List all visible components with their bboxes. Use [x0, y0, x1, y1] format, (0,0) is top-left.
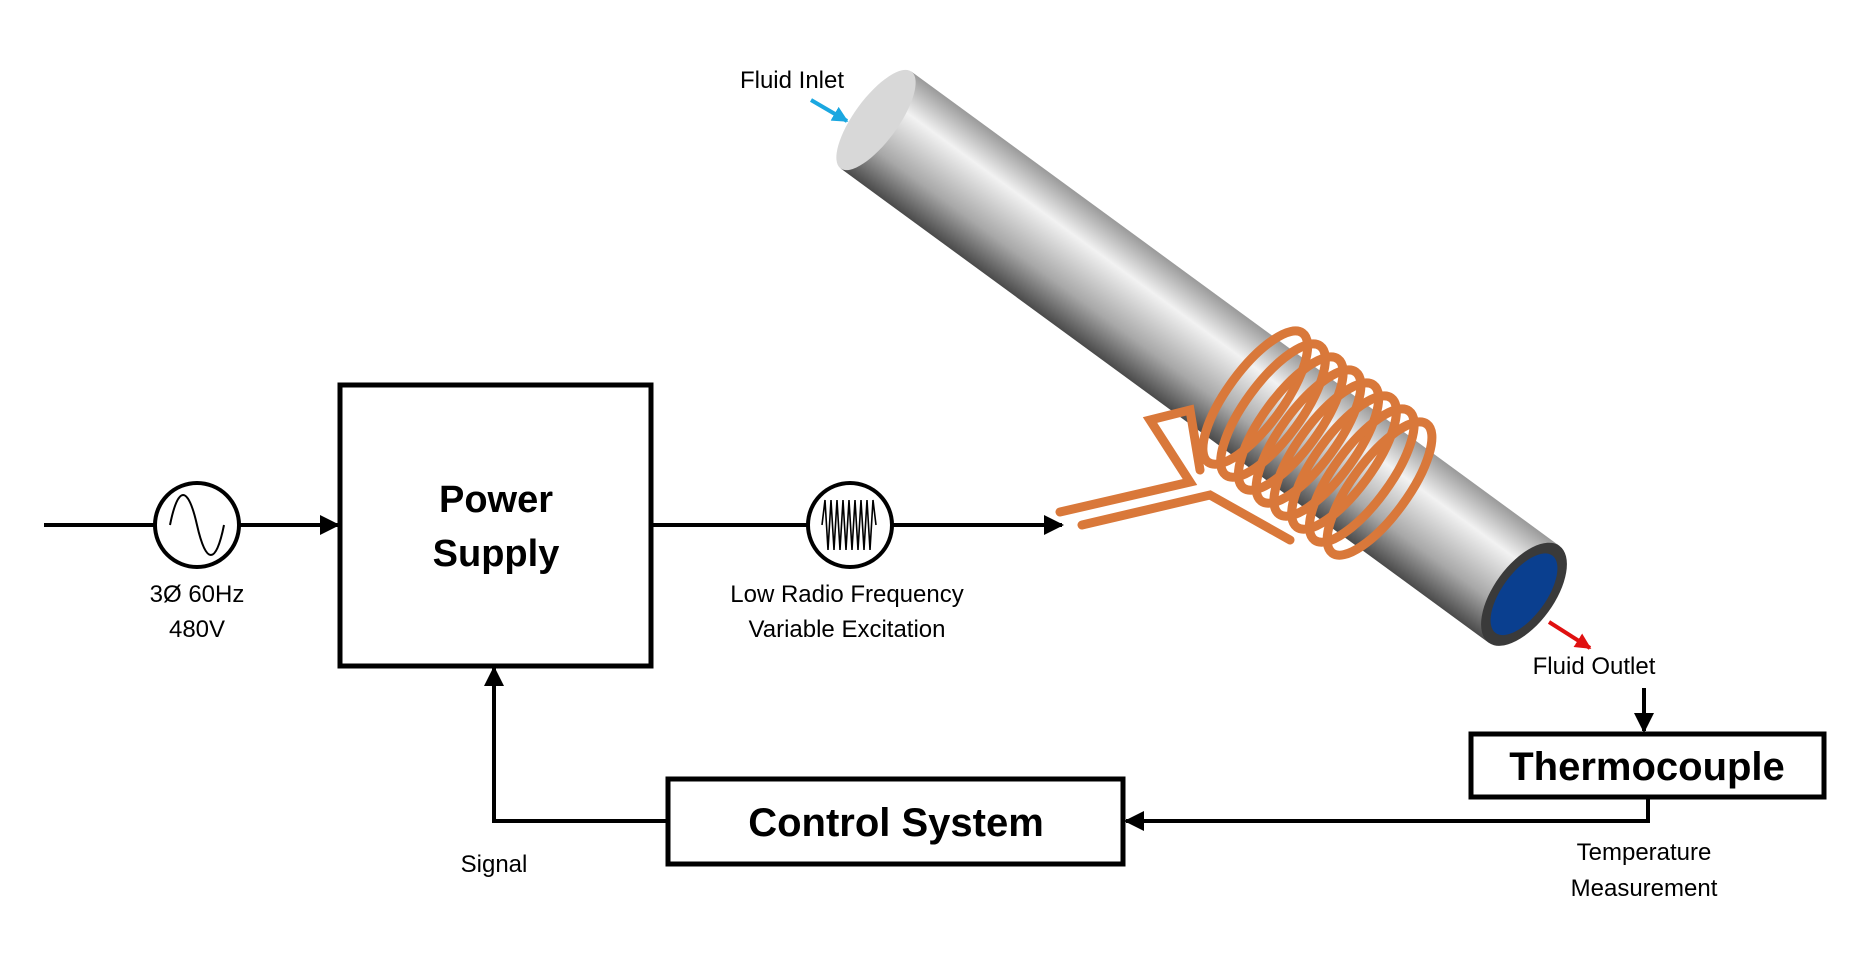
thermocouple-label: Thermocouple	[1509, 745, 1785, 789]
outlet-arrow	[1547, 620, 1592, 650]
thermocouple-box	[1468, 731, 1827, 800]
fluid-outlet-label: Fluid Outlet	[1533, 653, 1656, 680]
temperature-arrow	[1124, 797, 1650, 831]
inlet-arrow	[809, 98, 849, 123]
coil-leads	[1055, 404, 1295, 545]
input-spec-line2: 480V	[169, 616, 225, 643]
control-system-label: Control System	[748, 801, 1044, 845]
pipe	[836, 69, 1567, 646]
signal-arrow	[484, 666, 668, 823]
high-frequency-wave-source-icon	[806, 481, 894, 569]
control-system-box	[665, 776, 1126, 867]
power-supply-box	[337, 382, 654, 669]
temperature-label-line2: Measurement	[1571, 875, 1718, 902]
excitation-label-line2: Variable Excitation	[749, 616, 946, 643]
induction-coil	[1198, 326, 1437, 560]
signal-label: Signal	[461, 851, 528, 878]
pipe-inlet-end	[836, 69, 916, 171]
temperature-label-line1: Temperature	[1577, 839, 1712, 866]
pipe-bore	[1490, 553, 1558, 636]
input-spec-line1: 3Ø 60Hz	[150, 581, 245, 608]
sine-wave-source-icon	[153, 481, 241, 569]
power-supply-label-line2: Supply	[433, 533, 560, 575]
fluid-inlet-label: Fluid Inlet	[740, 67, 844, 94]
excitation-label-line1: Low Radio Frequency	[730, 581, 963, 608]
power-supply-label-line1: Power	[439, 479, 553, 521]
